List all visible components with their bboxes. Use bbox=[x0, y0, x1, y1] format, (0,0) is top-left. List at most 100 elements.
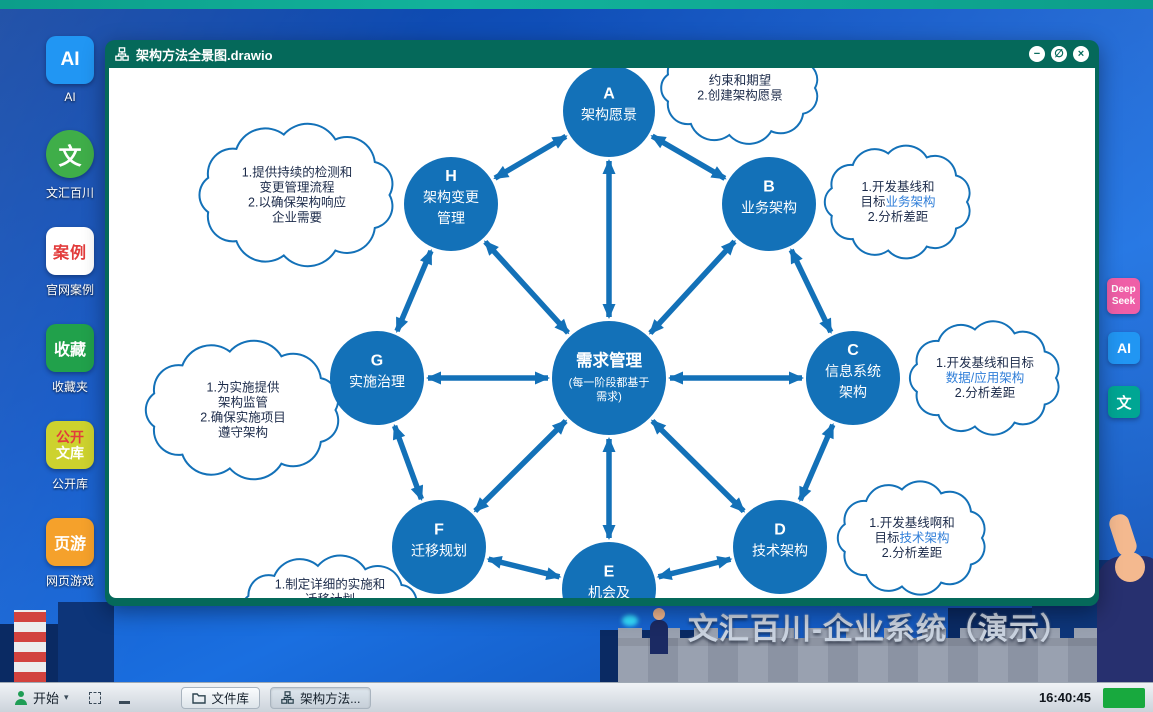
minimize-button[interactable]: − bbox=[1029, 46, 1045, 62]
maximize-button[interactable]: ∅ bbox=[1051, 46, 1067, 62]
show-desktop-button[interactable] bbox=[115, 688, 135, 708]
svg-text:企业需要: 企业需要 bbox=[272, 210, 322, 225]
diagram-cloud-F[interactable]: 1.制定详细的实施和迁移计划 bbox=[242, 554, 417, 599]
svg-text:变更管理流程: 变更管理流程 bbox=[259, 180, 335, 195]
start-button[interactable]: 开始 ▾ bbox=[8, 686, 75, 709]
folder-icon bbox=[191, 692, 206, 704]
svg-text:F: F bbox=[434, 522, 444, 539]
drawio-task-button[interactable]: 架构方法... bbox=[270, 686, 372, 709]
start-label: 开始 bbox=[33, 691, 60, 706]
icon-glyph: 页游 bbox=[53, 536, 86, 553]
window-titlebar[interactable]: 架构方法全景图.drawio − ∅ × bbox=[109, 40, 1095, 68]
diagram-arrow-center-H bbox=[483, 239, 571, 335]
desktop-icon-public-library[interactable]: 公开 文库 公开库 bbox=[46, 421, 94, 492]
minimize-all-icon bbox=[119, 701, 131, 704]
building bbox=[58, 602, 114, 682]
drawio-icon bbox=[281, 691, 294, 704]
file-library-button[interactable]: 文件库 bbox=[180, 686, 261, 709]
icon-glyph: 文库 bbox=[56, 445, 84, 461]
svg-text:(每一阶段都基于: (每一阶段都基于 bbox=[569, 375, 650, 389]
fullscreen-icon bbox=[88, 691, 101, 704]
diagram-node-B[interactable]: B 业务架构 bbox=[722, 157, 816, 251]
file-library-label: 文件库 bbox=[211, 692, 250, 706]
wen-badge[interactable]: 文 bbox=[1108, 386, 1140, 418]
person-illustration bbox=[650, 608, 668, 654]
diagram-arrow-G-H bbox=[394, 249, 434, 333]
svg-text:约束和期望: 约束和期望 bbox=[709, 73, 772, 88]
deepseek-badge[interactable]: Deep Seek bbox=[1107, 278, 1140, 314]
desktop-icon-label: 官网案例 bbox=[45, 283, 94, 297]
svg-text:信息系统: 信息系统 bbox=[825, 363, 881, 379]
web-games-app-icon: 页游 bbox=[45, 518, 94, 566]
desktop-icon-favorites[interactable]: 收藏 收藏夹 bbox=[46, 324, 94, 395]
desktop-icon-web-games[interactable]: 页游 网页游戏 bbox=[45, 518, 94, 589]
diagram-arrow-center-B bbox=[648, 239, 737, 335]
ai-app-icon: AI bbox=[46, 36, 94, 84]
favorites-app-icon: 收藏 bbox=[46, 324, 94, 372]
diagram-arrow-center-F bbox=[473, 419, 568, 513]
svg-text:架构变更: 架构变更 bbox=[423, 189, 479, 205]
diagram-arrow-A-B bbox=[650, 133, 727, 181]
diagram-arrow-F-G bbox=[392, 424, 424, 501]
svg-text:1.制定详细的实施和: 1.制定详细的实施和 bbox=[275, 577, 385, 592]
svg-text:A: A bbox=[603, 86, 615, 103]
diagram-arrow-C-D bbox=[797, 422, 836, 503]
badge-text: AI bbox=[1117, 340, 1131, 356]
red-tower bbox=[14, 610, 46, 682]
desktop-icon-column: AI AI 文 文汇百川 案例 官网案例 收藏 收藏夹 公开 文库 公开库 页游… bbox=[44, 36, 96, 589]
icon-glyph: 案例 bbox=[52, 245, 87, 262]
great-wall bbox=[618, 628, 1153, 682]
user-icon bbox=[14, 690, 28, 705]
svg-text:架构: 架构 bbox=[839, 384, 867, 400]
svg-text:业务架构: 业务架构 bbox=[741, 200, 797, 216]
diagram-node-F[interactable]: F 迁移规划 bbox=[392, 500, 486, 594]
glow-dot bbox=[622, 615, 638, 626]
tray-green-square[interactable] bbox=[1103, 687, 1145, 708]
svg-text:迁移规划: 迁移规划 bbox=[411, 543, 467, 559]
ai-badge[interactable]: AI bbox=[1108, 332, 1140, 364]
svg-text:1.开发基线和目标: 1.开发基线和目标 bbox=[936, 355, 1034, 370]
svg-text:1.为实施提供: 1.为实施提供 bbox=[207, 380, 280, 395]
desktop-icon-wenhui[interactable]: 文 文汇百川 bbox=[45, 130, 94, 201]
svg-text:H: H bbox=[445, 168, 457, 185]
person-head bbox=[1115, 552, 1145, 582]
svg-text:目标技术架构: 目标技术架构 bbox=[874, 530, 949, 545]
icon-glyph: 收藏 bbox=[53, 342, 86, 359]
close-button[interactable]: × bbox=[1073, 46, 1089, 62]
svg-text:1.开发基线和: 1.开发基线和 bbox=[862, 179, 935, 194]
desktop-icon-label: AI bbox=[64, 90, 76, 104]
fullscreen-button[interactable] bbox=[85, 688, 105, 708]
svg-text:B: B bbox=[763, 179, 775, 196]
desktop-icon-cases[interactable]: 案例 官网案例 bbox=[45, 227, 94, 298]
diagram-arrow-center-D bbox=[650, 418, 746, 514]
svg-text:实施治理: 实施治理 bbox=[349, 374, 405, 390]
svg-text:机会及: 机会及 bbox=[588, 585, 630, 599]
raised-hand bbox=[1107, 511, 1139, 559]
svg-text:迁移计划: 迁移计划 bbox=[305, 593, 355, 599]
chevron-down-icon: ▾ bbox=[64, 692, 69, 702]
icon-glyph: 公开 bbox=[56, 428, 84, 445]
desktop-icon-label: 网页游戏 bbox=[45, 574, 94, 588]
svg-text:遵守架构: 遵守架构 bbox=[218, 425, 268, 440]
taskbar: 开始 ▾ 文件库 架构方法... 16:40:45 bbox=[0, 682, 1153, 712]
desktop-icon-ai[interactable]: AI AI bbox=[46, 36, 94, 104]
svg-text:2.分析差距: 2.分析差距 bbox=[882, 546, 942, 560]
svg-text:架构监管: 架构监管 bbox=[218, 395, 268, 410]
svg-text:需求): 需求) bbox=[596, 390, 622, 403]
